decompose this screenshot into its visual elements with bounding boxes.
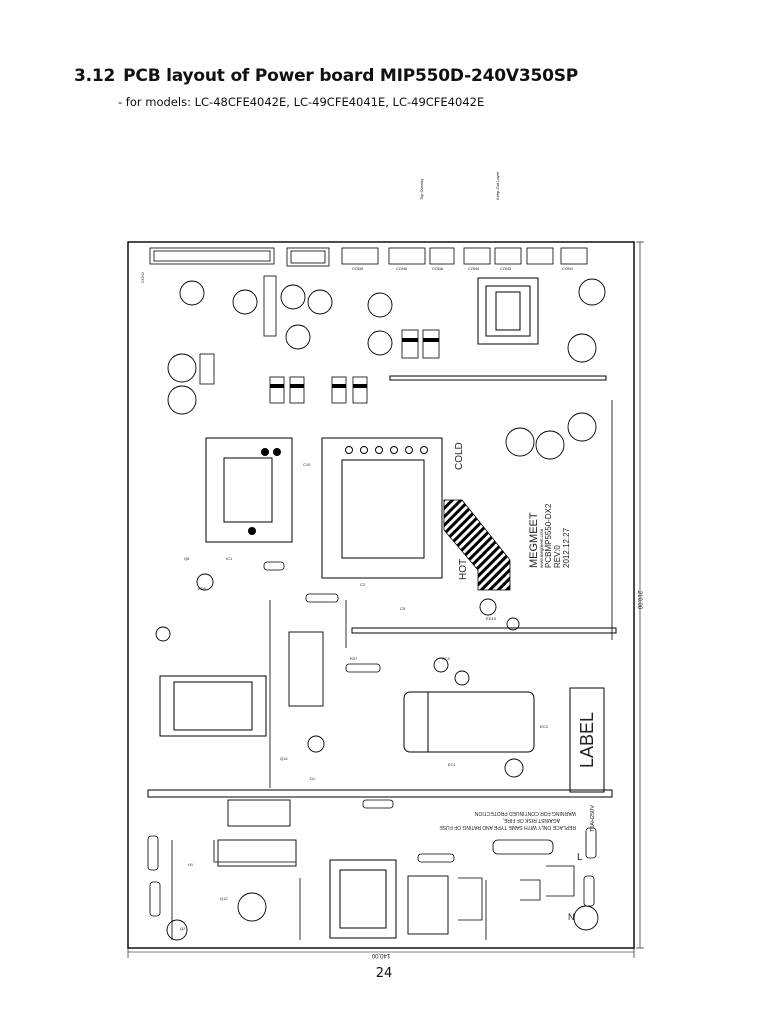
heatsinks bbox=[147, 375, 617, 798]
svg-text:CON1: CON1 bbox=[562, 266, 574, 271]
svg-text:Q12: Q12 bbox=[220, 896, 228, 901]
svg-text:Q2: Q2 bbox=[180, 926, 186, 931]
brand-url: www.megmeet.com bbox=[539, 528, 544, 568]
svg-text:WARNING FOR CONTINUED PROTECTI: WARNING FOR CONTINUED PROTECTION bbox=[474, 810, 576, 816]
width-dimension: 140.00 bbox=[371, 952, 390, 958]
svg-text:H1: H1 bbox=[188, 862, 194, 867]
main-transformer bbox=[321, 437, 443, 579]
bulk-capacitor bbox=[403, 691, 535, 753]
board-part-number: PCBMP5550-DX2 bbox=[544, 503, 553, 568]
component-designators: CON2 CON9 CON5 CON6 CON4 CON3 CON1 ED5 Q… bbox=[140, 266, 574, 931]
section-number: 3.12 bbox=[74, 66, 116, 86]
svg-text:CON2: CON2 bbox=[140, 271, 145, 283]
svg-text:EC3: EC3 bbox=[442, 656, 451, 661]
cold-side-marker: COLD bbox=[454, 442, 465, 470]
board-date: 2012.12.27 bbox=[562, 527, 571, 568]
pcb-traces bbox=[171, 400, 613, 940]
svg-text:C5: C5 bbox=[400, 606, 406, 611]
board-revision: REV:0 bbox=[553, 545, 562, 568]
svg-text:CON4: CON4 bbox=[468, 266, 480, 271]
label-box-text: LABEL bbox=[577, 712, 597, 768]
svg-text:IC1: IC1 bbox=[226, 556, 233, 561]
svg-text:CON9: CON9 bbox=[352, 266, 364, 271]
mounting-holes bbox=[166, 278, 606, 941]
svg-text:ED5: ED5 bbox=[198, 586, 207, 591]
top-connectors bbox=[149, 247, 588, 267]
aux-transformer bbox=[205, 437, 293, 543]
svg-text:CON5: CON5 bbox=[396, 266, 408, 271]
hot-side-marker: HOT bbox=[458, 559, 469, 580]
svg-text:AGAINST RISK OF FIRE,: AGAINST RISK OF FIRE, bbox=[503, 817, 560, 823]
svg-text:EC3: EC3 bbox=[540, 724, 549, 729]
board-outline bbox=[127, 241, 635, 949]
svg-text:EC1: EC1 bbox=[448, 762, 457, 767]
resistors bbox=[147, 561, 597, 917]
svg-text:C10: C10 bbox=[303, 462, 311, 467]
live-terminal: L bbox=[577, 852, 583, 863]
label-box bbox=[569, 687, 605, 793]
section-subtitle: - for models: LC-48CFE4042E, LC-49CFE404… bbox=[118, 95, 485, 109]
brand-name: MEGMEET bbox=[528, 512, 540, 568]
isolation-slot bbox=[443, 499, 511, 591]
section-heading: 3.12 PCB layout of Power board MIP550D-24… bbox=[74, 66, 578, 86]
fuse-warning: WARNING FOR CONTINUED PROTECTION AGAINST… bbox=[439, 805, 596, 832]
section-title: PCB layout of Power board MIP550D-240V35… bbox=[123, 66, 579, 86]
svg-text:D1: D1 bbox=[310, 776, 316, 781]
svg-text:CON6: CON6 bbox=[432, 266, 444, 271]
line-filter-choke bbox=[159, 675, 397, 939]
svg-text:R37: R37 bbox=[350, 656, 358, 661]
height-dimension: 210.00 bbox=[636, 591, 642, 610]
neutral-terminal: N bbox=[568, 912, 575, 922]
board-marking: MEGMEET www.megmeet.com PCBMP5550-DX2 RE… bbox=[454, 442, 571, 580]
fuse-rating: T5AH250V bbox=[590, 805, 596, 832]
svg-text:C2: C2 bbox=[360, 582, 366, 587]
x-capacitors bbox=[217, 631, 449, 935]
page-number: 24 bbox=[375, 966, 393, 981]
electrolytic-capacitors bbox=[155, 284, 597, 778]
svg-text:CON3: CON3 bbox=[500, 266, 512, 271]
svg-text:Q8: Q8 bbox=[184, 556, 190, 561]
svg-text:ED10: ED10 bbox=[486, 616, 497, 621]
pfc-inductor bbox=[477, 277, 539, 345]
diode-array bbox=[199, 275, 440, 404]
svg-text:Q14: Q14 bbox=[280, 756, 288, 761]
svg-text:REPLACE ONLY WITH SAME TYPE AN: REPLACE ONLY WITH SAME TYPE AND RATING O… bbox=[439, 824, 576, 830]
